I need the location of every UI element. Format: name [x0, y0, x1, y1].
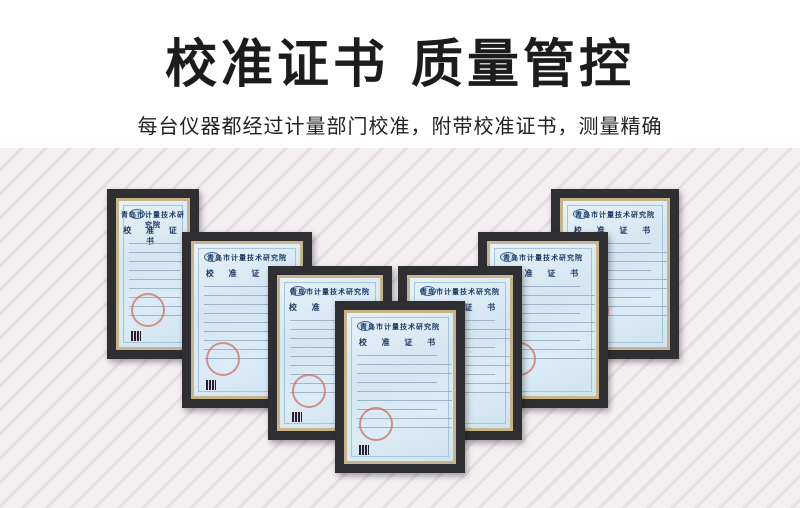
red-seal-icon: [292, 374, 326, 408]
certificate-text-line: [129, 243, 180, 244]
certificate-org: 青岛市计量技术研究院: [503, 254, 583, 262]
certificate-org: 青岛市计量技术研究院: [121, 211, 185, 229]
certificate-text-line: [129, 279, 187, 280]
certificate-text-line: [420, 365, 510, 366]
certificate-text-line: [129, 261, 187, 262]
certificate-text-line: [573, 252, 667, 253]
certificate-text-line: [357, 391, 453, 392]
red-seal-icon: [131, 293, 165, 327]
certificate-text-line: [357, 409, 437, 410]
certificate-text-line: [290, 374, 365, 375]
certificate-text-line: [500, 340, 580, 341]
certificate-frame: 青岛市计量技术研究院校 准 证 书: [335, 301, 465, 473]
certificate-text-line: [204, 331, 300, 332]
certificate-text-line: [420, 338, 510, 339]
certificate-text-line: [420, 356, 510, 357]
certificate-text-line: [357, 418, 453, 419]
certificate-title: 校 准 证 书: [288, 303, 372, 312]
institute-logo-icon: [500, 252, 516, 262]
certificate-text-line: [573, 243, 651, 244]
certificate-text-line: [573, 279, 667, 280]
certificate-text-line: [357, 427, 453, 428]
qr-code-icon: [131, 331, 141, 341]
certificate-title: 校 准 证 书: [573, 226, 657, 235]
certificate-org: 青岛市计量技术研究院: [420, 288, 500, 296]
institute-logo-icon: [290, 286, 306, 296]
certificate-text-line: [573, 270, 651, 271]
certificate-title: 校 准 证 书: [205, 269, 289, 278]
institute-logo-icon: [573, 209, 589, 219]
qr-code-icon: [206, 380, 216, 390]
certificate-text-line: [420, 329, 510, 330]
institute-logo-icon: [129, 209, 145, 219]
certificate-text-line: [500, 295, 596, 296]
certificate-org: 青岛市计量技术研究院: [360, 323, 440, 331]
certificate-text-line: [573, 288, 667, 289]
certificate-text-line: [290, 320, 365, 321]
institute-logo-icon: [420, 286, 436, 296]
certificate-text-line: [573, 306, 667, 307]
institute-logo-icon: [204, 252, 220, 262]
certificate-text-line: [357, 382, 437, 383]
certificate-text-line: [357, 364, 453, 365]
certificate-text-line: [500, 358, 596, 359]
page-subtitle: 每台仪器都经过计量部门校准，附带校准证书，测量精确: [137, 114, 663, 138]
certificate-title: 校 准 证 书: [501, 269, 585, 278]
certificate-text-line: [573, 315, 667, 316]
certificate-org: 青岛市计量技术研究院: [290, 288, 370, 296]
certificate-text-line: [129, 270, 180, 271]
certificate-text-line: [500, 313, 580, 314]
certificate-text-line: [357, 400, 453, 401]
certificate-text-line: [204, 304, 300, 305]
certificate-text-line: [129, 288, 187, 289]
institute-logo-icon: [357, 321, 373, 331]
calibration-certificate: 青岛市计量技术研究院校 准 证 书: [116, 198, 190, 350]
certificate-text-line: [204, 358, 300, 359]
certificate-text-line: [500, 322, 596, 323]
certificate-text-line: [573, 261, 667, 262]
certificate-text-line: [129, 252, 187, 253]
certificate-text-line: [500, 304, 596, 305]
certificate-title: 校 准 证 书: [358, 338, 442, 347]
certificate-text-line: [357, 373, 453, 374]
certificate-text-line: [420, 392, 510, 393]
certificate-text-line: [204, 322, 300, 323]
certificate-text-line: [357, 355, 437, 356]
page-title: 校准证书 质量管控: [164, 35, 636, 95]
calibration-certificate: 青岛市计量技术研究院校 准 证 书: [344, 310, 456, 464]
certificate-text-line: [290, 347, 365, 348]
certificate-title: 校 准 证 书: [123, 226, 183, 246]
certificate-text-line: [204, 340, 284, 341]
certificate-org: 青岛市计量技术研究院: [207, 254, 287, 262]
certificate-text-line: [204, 286, 284, 287]
qr-code-icon: [292, 412, 302, 422]
qr-code-icon: [359, 445, 369, 455]
certificate-text-line: [500, 286, 580, 287]
red-seal-icon: [359, 407, 393, 441]
certificate-text-line: [420, 383, 510, 384]
certificate-org: 青岛市计量技术研究院: [575, 211, 655, 219]
certificate-text-line: [573, 297, 651, 298]
red-seal-icon: [206, 342, 240, 376]
certificate-text-line: [204, 349, 300, 350]
certificate-text-line: [204, 295, 300, 296]
certificate-text-line: [500, 349, 596, 350]
certificate-text-line: [204, 313, 284, 314]
certificate-text-line: [500, 331, 596, 332]
